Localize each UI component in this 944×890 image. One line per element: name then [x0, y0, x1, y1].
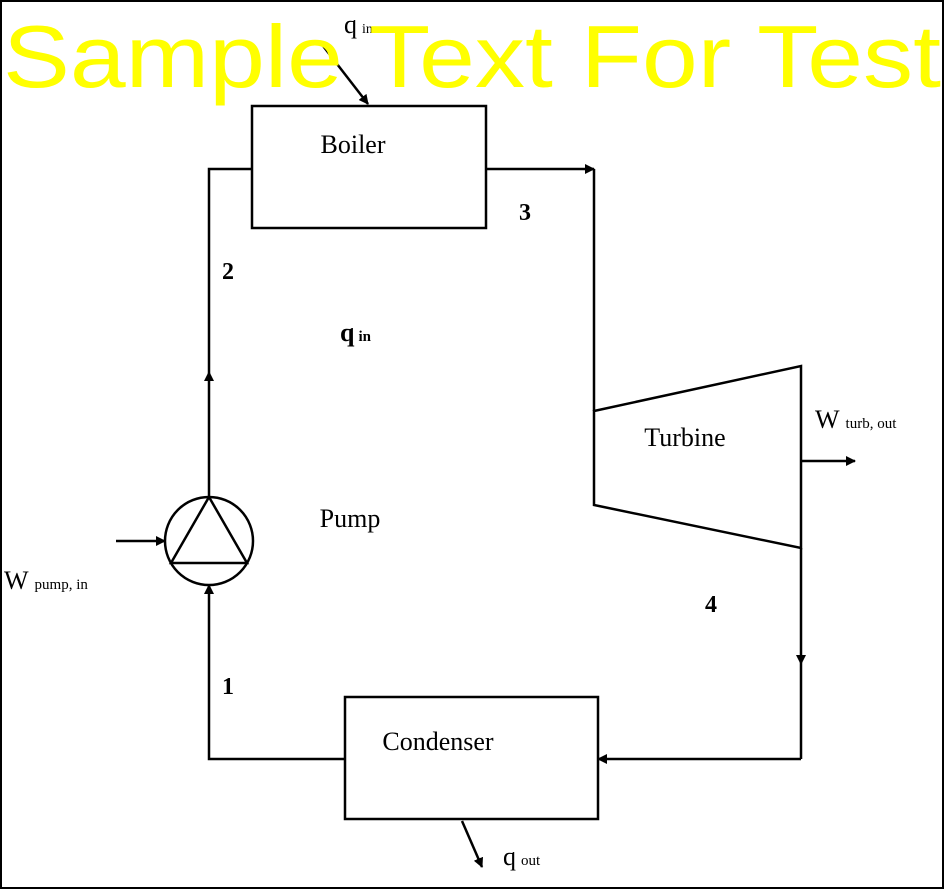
q-out-symbol: q [503, 842, 516, 871]
pump-circle [163, 495, 255, 587]
state-1-label: 1 [222, 674, 234, 700]
pump-label: Pump [320, 504, 381, 533]
state-2-label: 2 [222, 259, 234, 285]
watermark-text: Sample Text For Test [3, 7, 941, 106]
state-labels: 1 2 3 4 [222, 200, 717, 700]
condenser-label: Condenser [382, 727, 494, 756]
cycle-piping [204, 164, 806, 764]
turbine-shape [592, 364, 803, 550]
q-in-top-subscript: in [362, 22, 373, 37]
condenser-box [343, 695, 600, 821]
energy-flow-arrows [116, 41, 856, 868]
boiler-label: Boiler [321, 130, 386, 159]
turbine-label: Turbine [644, 423, 725, 452]
boiler: Boiler [250, 104, 488, 230]
q-in-center-subscript: in [358, 329, 371, 345]
boiler-box [250, 104, 488, 230]
q-out-arrow [460, 820, 484, 868]
pipe-condenser-out [207, 720, 345, 761]
turbine: Turbine [592, 364, 803, 550]
pump: Pump [163, 494, 381, 587]
w-pump-in-subscript: pump, in [35, 577, 89, 593]
pump-triangle-icon [168, 494, 250, 565]
condenser: Condenser [343, 695, 600, 821]
q-in-top-symbol: q [344, 10, 357, 39]
state-4-label: 4 [705, 592, 717, 618]
state-3-label: 3 [519, 200, 531, 226]
q-in-arrow [319, 41, 369, 105]
w-pump-in-symbol: W [4, 566, 29, 595]
pipe-riser-to-boiler [207, 167, 252, 372]
w-turb-out-subscript: turb, out [846, 416, 898, 432]
w-turb-out-symbol: W [815, 405, 840, 434]
q-out-subscript: out [521, 853, 541, 869]
q-in-center-symbol: q [340, 318, 355, 347]
